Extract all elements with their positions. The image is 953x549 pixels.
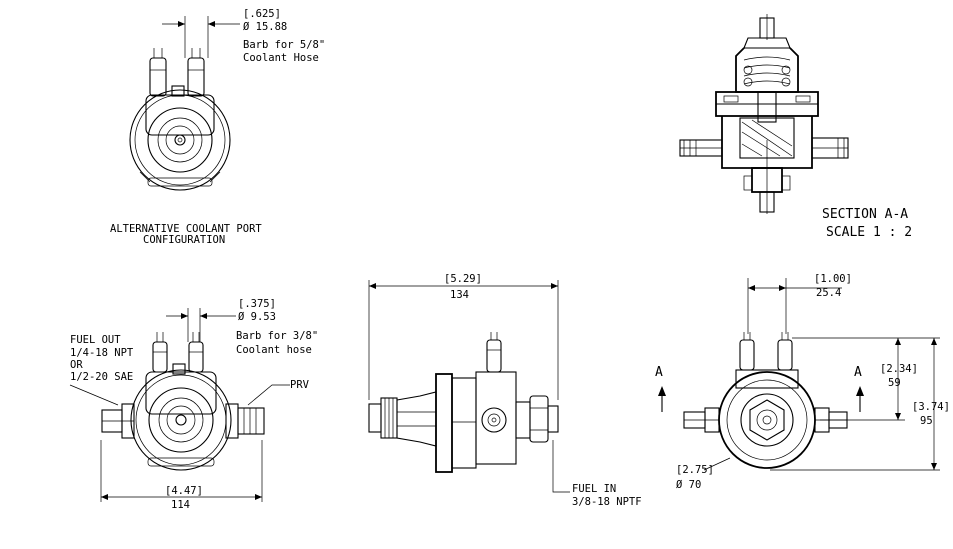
length-dim-mm: 134	[450, 289, 469, 301]
barb-5-8-label-line2: Coolant Hose	[243, 52, 319, 64]
fuel-out-label: FUEL OUT	[70, 334, 121, 346]
fuel-in-label: FUEL IN	[572, 483, 616, 495]
height2-dim-mm: 95	[920, 415, 933, 427]
section-scale: SCALE 1 : 2	[826, 225, 912, 240]
section-mark-left: A	[655, 365, 663, 380]
side-view: [5.29] 134 FUEL IN 3/8-18 NPTF	[368, 273, 642, 508]
barb-5-8-label-line1: Barb for 5/8"	[243, 39, 325, 51]
height1-dim-mm: 59	[888, 377, 901, 389]
section-mark-right: A	[854, 365, 862, 380]
height1-dim-inch: [2.34]	[880, 363, 918, 375]
fuel-in-thread: 3/8-18 NPTF	[572, 496, 642, 508]
top-dim-inch: [1.00]	[814, 273, 852, 285]
length-dim-inch: [5.29]	[444, 273, 482, 285]
diameter-dim-mm: Ø 70	[676, 479, 701, 491]
alternative-port-caption-line2: CONFIGURATION	[143, 234, 225, 246]
section-title: SECTION A-A	[822, 207, 908, 222]
alternative-port-caption-line1: ALTERNATIVE COOLANT PORT	[110, 223, 262, 235]
barb-3-8-label-line1: Barb for 3/8"	[236, 330, 318, 342]
front-view: [.375] Ø 9.53 Barb for 3/8" Coolant hose…	[69, 298, 318, 511]
barb-3-8-label-line2: Coolant hose	[236, 344, 312, 356]
fuel-out-or: OR	[70, 359, 83, 371]
barb-5-8-dim-inch: [.625]	[243, 8, 281, 20]
section-a-a-view: SECTION A-A SCALE 1 : 2	[679, 14, 912, 240]
fuel-out-thread-sae: 1/2-20 SAE	[70, 371, 133, 383]
barb-3-8-dim-inch: [.375]	[238, 298, 276, 310]
barb-5-8-dim-mm: Ø 15.88	[243, 21, 287, 33]
top-view: [1.00] 25.4 [2.34] 59 [3.74] 95 [2.75] Ø…	[655, 273, 950, 491]
height2-dim-inch: [3.74]	[912, 401, 950, 413]
width-dim-inch: [4.47]	[165, 485, 203, 497]
width-dim-mm: 114	[171, 499, 190, 511]
prv-label: PRV	[290, 379, 310, 391]
diameter-dim-inch: [2.75]	[676, 464, 714, 476]
barb-3-8-dim-mm: Ø 9.53	[238, 311, 276, 323]
fuel-out-thread-npt: 1/4-18 NPT	[70, 347, 134, 359]
alternative-coolant-port-view: [.625] Ø 15.88 Barb for 5/8" Coolant Hos…	[110, 8, 325, 246]
top-dim-mm: 25.4	[816, 287, 841, 299]
